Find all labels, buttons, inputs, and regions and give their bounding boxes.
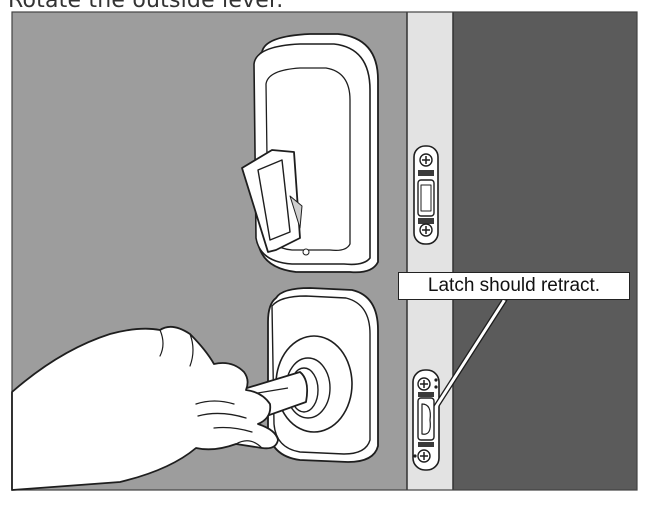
latch-callout: Latch should retract. <box>398 272 630 300</box>
deadbolt-escutcheon <box>241 33 379 274</box>
lower-strike-screws <box>413 377 438 463</box>
upper-strike-screws <box>419 153 433 237</box>
callout-leader <box>434 298 506 408</box>
door-frame <box>453 12 637 490</box>
instruction-heading: Rotate the outside lever. <box>8 0 284 13</box>
lever-rose <box>267 287 379 463</box>
hand <box>11 325 279 491</box>
upper-strike-plate <box>413 145 439 245</box>
lower-strike-plate <box>412 369 440 471</box>
